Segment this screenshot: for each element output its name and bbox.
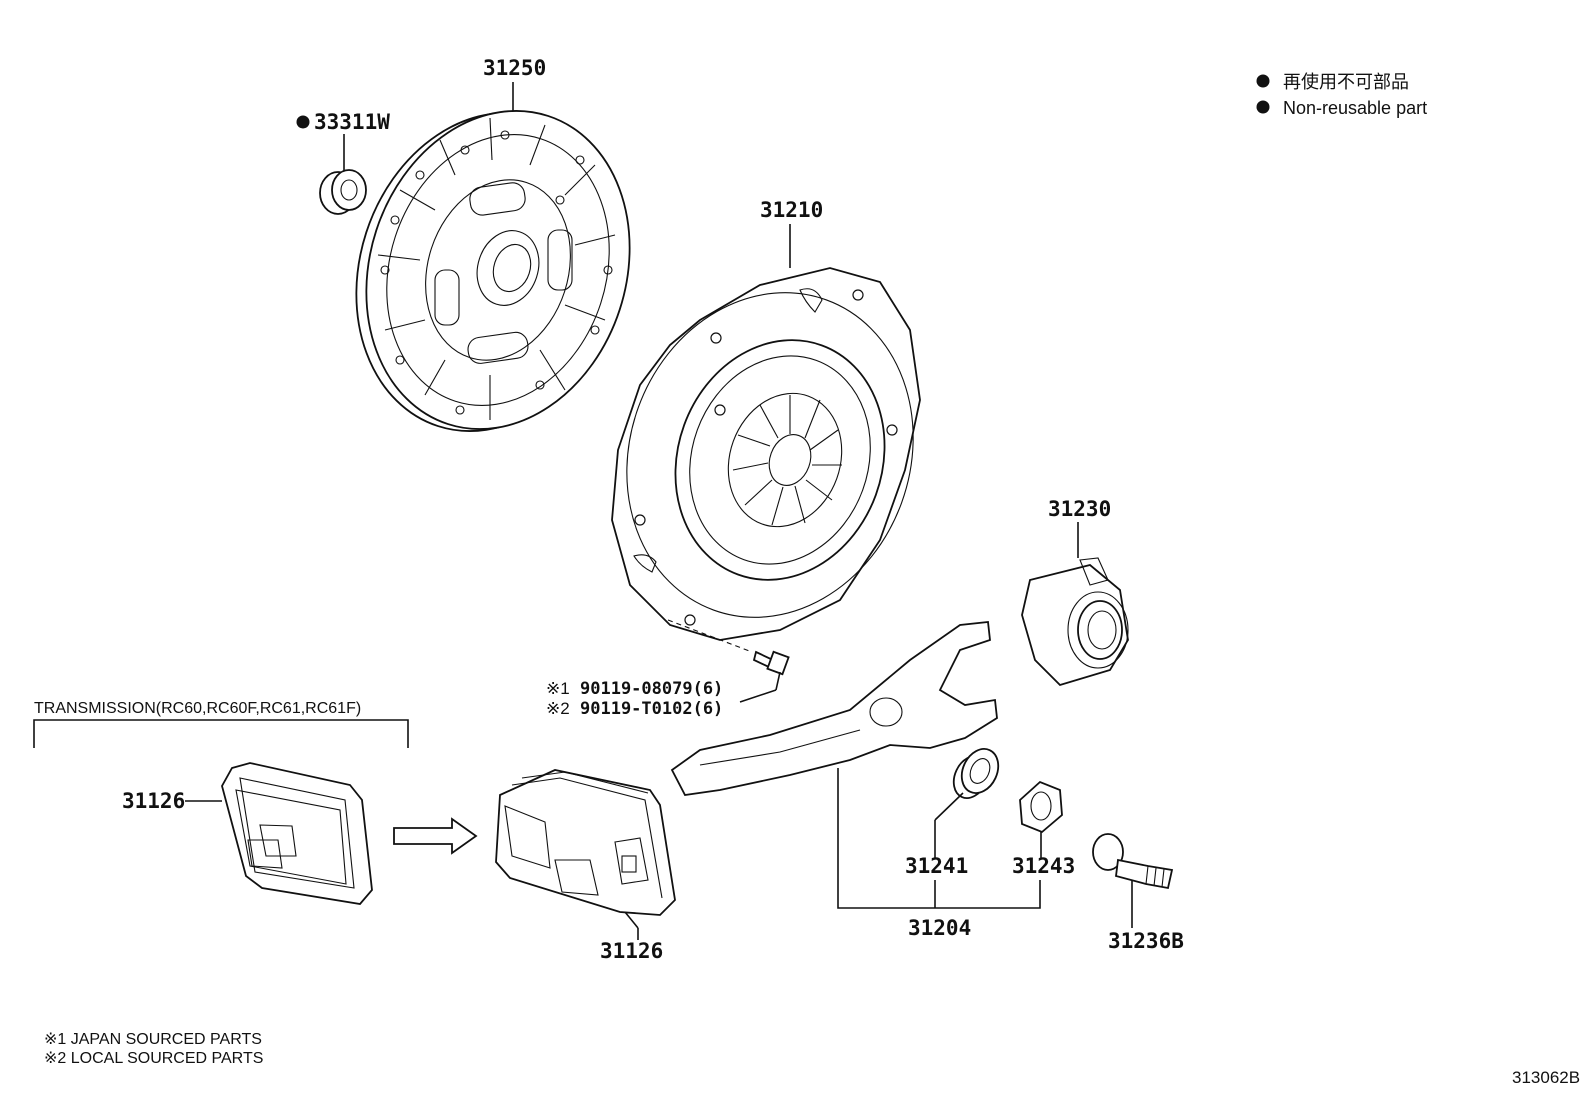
bolt-mark-2: ※2: [546, 699, 570, 718]
transmission-group: TRANSMISSION(RC60,RC60F,RC61,RC61F): [33, 700, 409, 748]
part-number-31126-left: 31126: [122, 789, 185, 813]
part-number-31210: 31210: [760, 198, 823, 222]
non-reusable-dot-icon: [1256, 74, 1270, 88]
bracket-31204: 31204: [837, 768, 1041, 940]
part-number-31204: 31204: [908, 916, 971, 940]
part-31236b-pivot: 31236B: [1092, 833, 1184, 953]
diagram-id: 313062B: [1512, 1068, 1580, 1087]
part-number-31243: 31243: [1012, 854, 1075, 878]
non-reusable-dot-icon: [296, 115, 310, 129]
legend: 再使用不可部品 Non-reusable part: [1256, 72, 1427, 118]
part-number-31126-right: 31126: [600, 939, 663, 963]
legend-jp-text: 再使用不可部品: [1283, 72, 1409, 92]
legend-en-text: Non-reusable part: [1283, 98, 1427, 118]
footnotes: ※1 JAPAN SOURCED PARTS ※2 LOCAL SOURCED …: [44, 1031, 263, 1067]
part-31210-clutch-cover: 31210: [611, 198, 921, 653]
footnote-2: ※2 LOCAL SOURCED PARTS: [44, 1050, 263, 1067]
part-number-31236b: 31236B: [1108, 929, 1184, 953]
footnote-1: ※1 JAPAN SOURCED PARTS: [44, 1031, 262, 1048]
part-31243: 31243: [1012, 780, 1075, 878]
direction-arrow: [393, 817, 478, 855]
part-number-31241: 31241: [905, 854, 968, 878]
part-31241: 31241: [905, 748, 1000, 878]
part-number-33311w: 33311W: [314, 110, 390, 134]
part-31126-left-boot: 31126: [122, 762, 373, 905]
bolt-number-1: 90119-08079(6): [580, 679, 723, 699]
part-number-31250: 31250: [483, 56, 546, 80]
part-33311w: 33311W: [296, 110, 390, 215]
part-number-31230: 31230: [1048, 497, 1111, 521]
part-31250-clutch-disc: 31250: [355, 56, 631, 432]
bolt-mark-1: ※1: [546, 679, 570, 698]
bolt-number-2: 90119-T0102(6): [580, 699, 723, 719]
transmission-label: TRANSMISSION(RC60,RC60F,RC61,RC61F): [34, 700, 361, 717]
part-31204-release-fork: [670, 621, 998, 796]
part-bolts: ※1 90119-08079(6) ※2 90119-T0102(6): [546, 650, 790, 719]
part-31230-release-bearing: 31230: [1021, 497, 1129, 687]
part-31126-right-boot: 31126: [495, 769, 676, 963]
non-reusable-dot-icon: [1256, 100, 1270, 114]
